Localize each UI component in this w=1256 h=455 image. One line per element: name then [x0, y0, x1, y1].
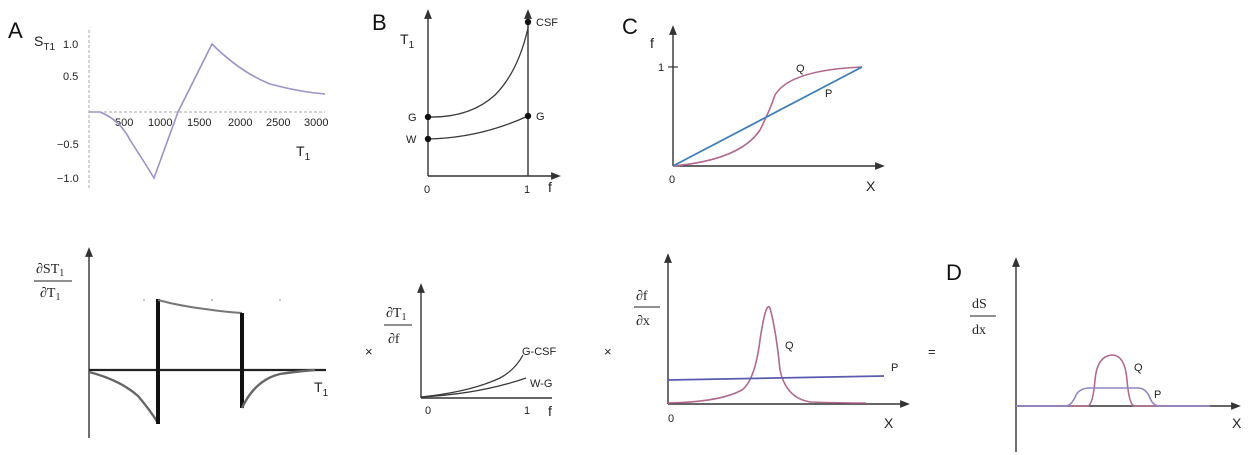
panel-dtdf-numerator: ∂T1	[386, 306, 406, 323]
panel-b-tick-0: 0	[424, 184, 430, 196]
panel-dtdf: ∂T1 ∂f G-CSF W-G 0 1 f	[384, 283, 557, 419]
panel-letter-c: C	[622, 14, 638, 39]
panel-dfdx-denominator: ∂x	[636, 314, 650, 329]
panel-b-point-g-right	[524, 112, 532, 120]
panel-c: C f 1 0 X Q P	[622, 14, 885, 194]
panel-a-ytick-1: 1.0	[63, 39, 78, 51]
panel-b-tick-1: 1	[524, 184, 530, 196]
panel-b-label-w: W	[406, 134, 417, 146]
panel-a-xtick-1500: 1500	[187, 117, 211, 129]
panel-b-point-w	[424, 135, 432, 143]
panel-a-xtick-2500: 2500	[266, 117, 290, 129]
times-operator-1: ×	[365, 344, 373, 359]
panel-b-label-g-right: G	[536, 111, 545, 123]
panel-c-x-label: X	[866, 178, 876, 194]
panel-d-curve-q	[1016, 354, 1210, 407]
panel-b-x-label: f	[548, 179, 552, 195]
panel-dfdx-x-label: X	[884, 415, 894, 431]
panel-dfdx-tick-0: 0	[668, 413, 674, 425]
panel-letter-b: B	[372, 10, 387, 35]
panel-a-xtick-2000: 2000	[228, 117, 252, 129]
panel-c-y-label: f	[650, 35, 654, 51]
panel-d-x-label: X	[1232, 415, 1242, 431]
panel-dfdx-numerator: ∂f	[636, 289, 648, 304]
panel-b-y-label: T1	[400, 31, 415, 51]
panel-letter-d: D	[946, 260, 962, 285]
equals-operator: =	[928, 344, 936, 359]
panel-a-xtick-3000: 3000	[304, 117, 328, 129]
panel-dst-numerator: ∂ST1	[36, 262, 64, 279]
panel-a-xtick-1000: 1000	[148, 117, 172, 129]
panel-d-numerator: dS	[972, 297, 987, 312]
panel-a-curve	[89, 42, 326, 180]
panel-dst-dot-1	[143, 299, 145, 301]
panel-d: D dS dx Q P X	[946, 257, 1242, 452]
panel-b: B T1 CSF G G W 0 1 f	[372, 9, 561, 196]
panel-a-ytick-m1: −1.0	[57, 173, 79, 185]
panel-b-label-g-left: G	[408, 112, 417, 124]
panel-dtdf-curve-w-g	[420, 377, 527, 398]
panel-dst-dot-3	[279, 299, 281, 301]
panel-letter-a: A	[8, 18, 23, 43]
panel-dst-curve-neg-1	[88, 370, 160, 424]
panel-dfdx: ∂f ∂x Q P 0 X	[634, 253, 910, 431]
panel-d-label-p: P	[1154, 389, 1161, 401]
panel-dfdx-curve-q	[667, 305, 867, 404]
panel-dfdx-label-q: Q	[785, 340, 794, 352]
panel-dtdf-tick-0: 0	[425, 405, 431, 417]
panel-b-point-g-left	[424, 113, 432, 121]
panel-dtdf-tick-1: 1	[524, 405, 530, 417]
panel-c-tick-0: 0	[669, 174, 675, 186]
panel-dtdf-x-label: f	[548, 403, 552, 419]
times-operator-2: ×	[604, 344, 612, 359]
panel-dst-x-label: T1	[314, 379, 329, 399]
panel-dst-curve-neg-2	[240, 368, 316, 409]
panel-c-curve-q	[672, 66, 863, 167]
panel-dst-curve-pos	[157, 299, 243, 314]
panel-d-label-q: Q	[1134, 362, 1143, 374]
panel-c-label-p: P	[825, 88, 832, 100]
panel-c-curve-p	[672, 66, 863, 167]
panel-dtdf-denominator: ∂f	[388, 332, 400, 347]
panel-d-curve-p	[1016, 387, 1210, 407]
panel-d-denominator: dx	[972, 323, 986, 338]
panel-b-point-csf	[524, 18, 532, 26]
panel-dfdx-label-p: P	[891, 362, 898, 374]
panel-dfdx-curve-p	[667, 375, 885, 381]
panel-dtdf-label-w-g: W-G	[530, 378, 552, 390]
panel-c-tick-1: 1	[658, 62, 664, 74]
panel-b-curve-g-csf	[427, 27, 529, 118]
panel-a-x-label: T1	[296, 143, 311, 163]
panel-b-label-csf: CSF	[536, 17, 558, 29]
panel-dst-dot-2	[211, 299, 213, 301]
panel-dtdf-label-g-csf: G-CSF	[522, 346, 557, 358]
panel-a-y-label: ST1	[34, 33, 55, 53]
panel-a-ytick-05: 0.5	[63, 71, 78, 83]
panel-a-ytick-m05: −0.5	[57, 139, 79, 151]
panel-dtdf-curve-g-csf	[420, 354, 524, 398]
panel-b-curve-w-g	[427, 115, 529, 140]
panel-c-label-q: Q	[796, 63, 805, 75]
panel-dst: ∂ST1 ∂T1 T1	[34, 247, 329, 438]
panel-dst-denominator: ∂T1	[40, 286, 60, 303]
panel-a: A ST1 1.0 0.5 −0.5 −1.0 500 1000 1500 20…	[8, 18, 328, 190]
